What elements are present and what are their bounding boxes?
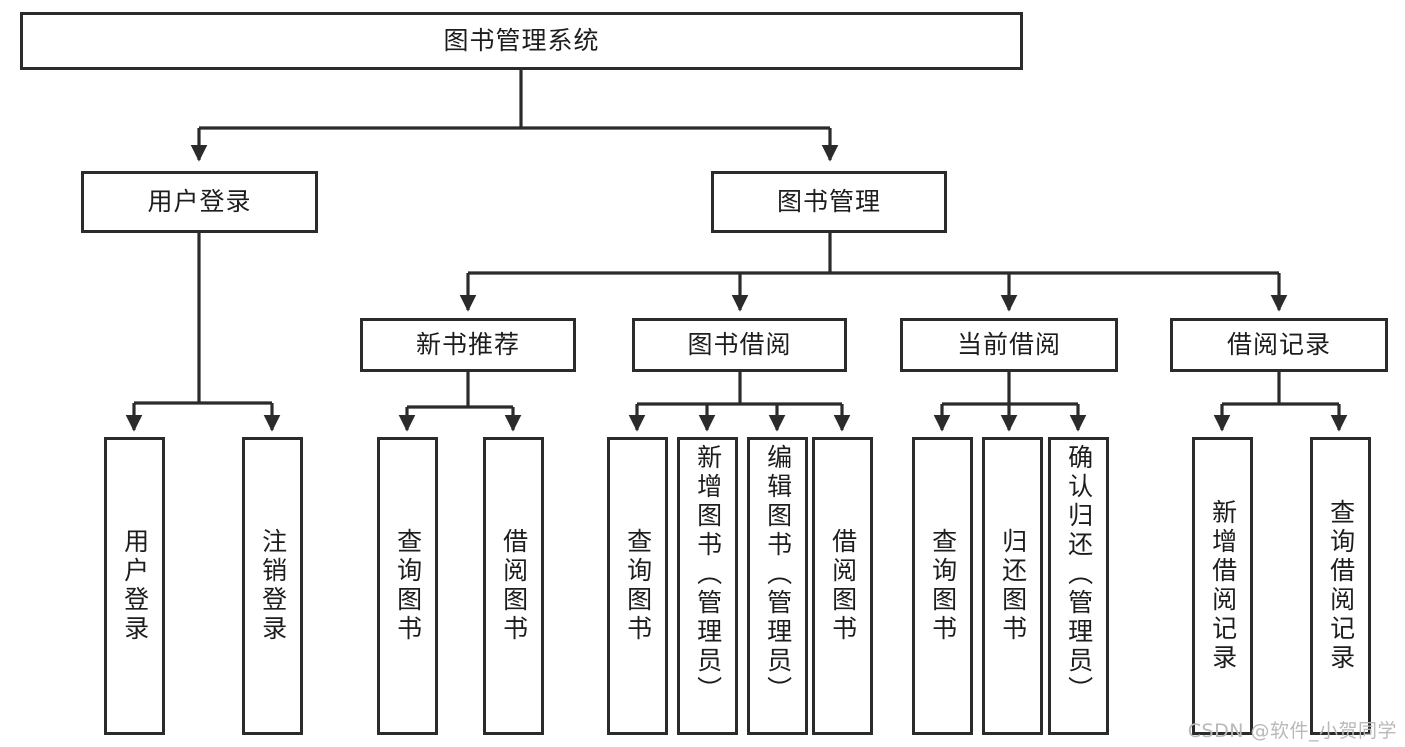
node-book-management[interactable]: 图书管理 [711, 171, 947, 233]
node-leaf-recommend-query-book-label: 查询图书 [393, 528, 423, 644]
node-leaf-user-login[interactable]: 用户登录 [104, 437, 165, 735]
node-user-login[interactable]: 用户登录 [81, 171, 318, 233]
node-leaf-edit-book-admin[interactable]: 编辑图书（管理员） [747, 437, 808, 735]
csdn-watermark: CSDN @软件_小贺同学 [1187, 720, 1397, 742]
node-leaf-add-book-admin-label: 新增图书（管理员） [693, 444, 723, 705]
node-current-borrow[interactable]: 当前借阅 [900, 318, 1118, 372]
node-leaf-recommend-query-book[interactable]: 查询图书 [377, 437, 438, 735]
node-leaf-confirm-return-admin[interactable]: 确认归还（管理员） [1048, 437, 1109, 735]
node-leaf-return-book-label: 归还图书 [998, 528, 1028, 644]
node-leaf-logout[interactable]: 注销登录 [242, 437, 303, 735]
node-borrow-record[interactable]: 借阅记录 [1170, 318, 1388, 372]
node-leaf-edit-book-admin-label: 编辑图书（管理员） [763, 444, 793, 705]
node-leaf-borrow-query-book-label: 查询图书 [623, 528, 653, 644]
node-leaf-user-login-label: 用户登录 [120, 528, 150, 644]
node-leaf-add-book-admin[interactable]: 新增图书（管理员） [677, 437, 738, 735]
node-leaf-add-borrow-record[interactable]: 新增借阅记录 [1192, 437, 1253, 735]
node-leaf-query-borrow-record[interactable]: 查询借阅记录 [1310, 437, 1371, 735]
node-current-borrow-label: 当前借阅 [956, 330, 1061, 360]
node-new-book-recommend[interactable]: 新书推荐 [360, 318, 576, 372]
node-leaf-confirm-return-admin-label: 确认归还（管理员） [1064, 444, 1094, 705]
node-leaf-return-book[interactable]: 归还图书 [982, 437, 1043, 735]
node-borrow-record-label: 借阅记录 [1226, 330, 1331, 360]
node-leaf-borrow-book[interactable]: 借阅图书 [812, 437, 873, 735]
node-leaf-add-borrow-record-label: 新增借阅记录 [1208, 499, 1238, 673]
node-leaf-recommend-borrow-book-label: 借阅图书 [499, 528, 529, 644]
node-leaf-borrow-book-label: 借阅图书 [828, 528, 858, 644]
node-root-system-label: 图书管理系统 [443, 26, 600, 56]
node-leaf-current-query-book-label: 查询图书 [928, 528, 958, 644]
node-book-management-label: 图书管理 [776, 187, 881, 217]
node-leaf-borrow-query-book[interactable]: 查询图书 [607, 437, 668, 735]
node-book-borrow-label: 图书借阅 [687, 330, 792, 360]
node-leaf-current-query-book[interactable]: 查询图书 [912, 437, 973, 735]
node-leaf-logout-label: 注销登录 [258, 528, 288, 644]
node-root-system[interactable]: 图书管理系统 [20, 12, 1023, 70]
node-leaf-query-borrow-record-label: 查询借阅记录 [1326, 499, 1356, 673]
node-new-book-recommend-label: 新书推荐 [415, 330, 520, 360]
node-user-login-label: 用户登录 [147, 187, 252, 217]
node-leaf-recommend-borrow-book[interactable]: 借阅图书 [483, 437, 544, 735]
node-book-borrow[interactable]: 图书借阅 [632, 318, 847, 372]
